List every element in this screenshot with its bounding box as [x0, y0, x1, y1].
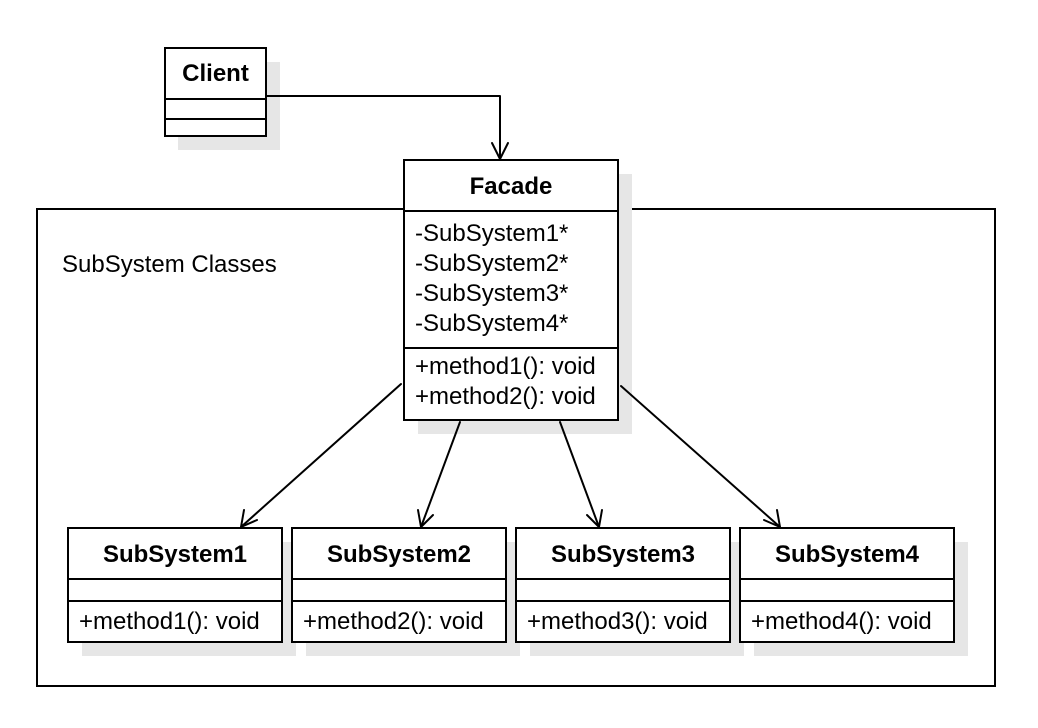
- client-class[interactable]: Client: [164, 47, 267, 137]
- client-class-name: Client: [166, 49, 265, 100]
- subsystem3-method: +method3(): void: [527, 608, 708, 635]
- client-to-facade-arrow: [266, 95, 501, 160]
- facade-methods-compartment: +method1(): void +method2(): void: [405, 349, 617, 419]
- facade-attribute: -SubSystem3*: [415, 280, 569, 307]
- facade-to-subsystem3-arrow: [559, 421, 600, 528]
- facade-attribute: -SubSystem4*: [415, 310, 569, 337]
- facade-to-subsystem2-arrow: [420, 421, 461, 528]
- facade-to-subsystem4-arrowhead: [763, 509, 781, 528]
- subsystem2-class-name: SubSystem2: [293, 529, 505, 580]
- subsystem3-attributes-compartment: [517, 580, 729, 602]
- subsystem2-attributes-compartment: [293, 580, 505, 602]
- facade-attribute: -SubSystem1*: [415, 220, 569, 247]
- facade-to-subsystem4-arrow: [620, 385, 781, 528]
- subsystem2-method: +method2(): void: [303, 608, 484, 635]
- subsystem2-class[interactable]: SubSystem2 +method2(): void: [291, 527, 507, 643]
- facade-class[interactable]: Facade -SubSystem1* -SubSystem2* -SubSys…: [403, 159, 619, 421]
- facade-method: +method2(): void: [415, 383, 596, 410]
- subsystem4-method: +method4(): void: [751, 608, 932, 635]
- facade-to-subsystem1-arrowhead: [240, 509, 258, 528]
- subsystem1-attributes-compartment: [69, 580, 281, 602]
- subsystem3-class[interactable]: SubSystem3 +method3(): void: [515, 527, 731, 643]
- package-label: SubSystem Classes: [62, 251, 277, 278]
- facade-to-subsystem1-arrow: [240, 383, 402, 528]
- facade-class-name: Facade: [405, 161, 617, 212]
- subsystem1-method: +method1(): void: [79, 608, 260, 635]
- subsystem4-attributes-compartment: [741, 580, 953, 602]
- subsystem4-class[interactable]: SubSystem4 +method4(): void: [739, 527, 955, 643]
- facade-to-subsystem2-arrowhead: [417, 509, 434, 528]
- subsystem3-class-name: SubSystem3: [517, 529, 729, 580]
- subsystem4-class-name: SubSystem4: [741, 529, 953, 580]
- subsystem1-class[interactable]: SubSystem1 +method1(): void: [67, 527, 283, 643]
- subsystem1-class-name: SubSystem1: [69, 529, 281, 580]
- facade-method: +method1(): void: [415, 353, 596, 380]
- client-attributes-compartment: [166, 100, 265, 120]
- facade-attributes-compartment: -SubSystem1* -SubSystem2* -SubSystem3* -…: [405, 212, 617, 349]
- facade-attribute: -SubSystem2*: [415, 250, 569, 277]
- client-to-facade-arrowhead: [491, 142, 509, 160]
- facade-to-subsystem3-arrowhead: [586, 509, 603, 528]
